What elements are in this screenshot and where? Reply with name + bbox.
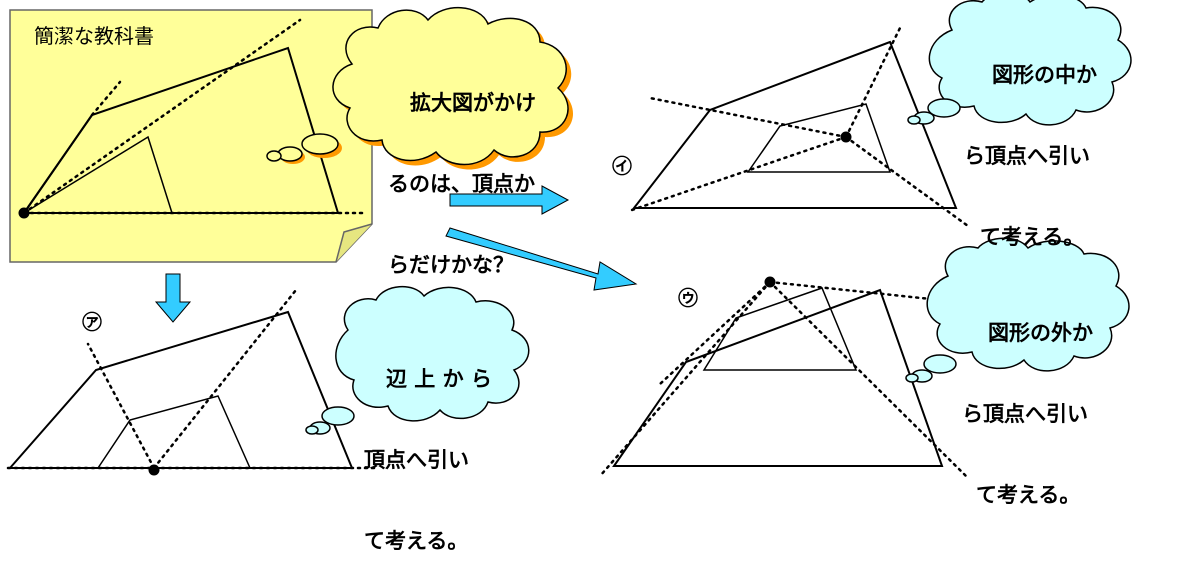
bubble-a — [305, 285, 530, 435]
figure-u-label: ㋒ — [678, 286, 698, 310]
figure-i-label: ㋑ — [612, 154, 632, 178]
arrow-diagonal — [445, 227, 638, 291]
bubble-i — [907, 0, 1132, 126]
question-bubble-text: 拡大図がかけ るのは、頂点か らだけかな？ — [388, 36, 536, 306]
bubble-u — [905, 237, 1130, 383]
bubble-a-line-1: 辺 上 か ら — [386, 367, 492, 391]
diagram-canvas — [6, 0, 1132, 478]
figure-i — [630, 26, 970, 228]
note-title: 簡潔な教科書 — [34, 24, 154, 48]
question-bubble — [266, 7, 574, 170]
figure-a — [6, 288, 378, 476]
arrow-right — [449, 185, 570, 215]
bubble-u-text: 図形の外か ら頂点へ引い て考える。 — [962, 266, 1093, 536]
bubble-i-line-2: ら頂点へ引い — [964, 144, 1090, 168]
arrow-down — [154, 273, 192, 323]
question-line-2: るのは、頂点か — [388, 172, 535, 196]
bubble-i-line-1: 図形の中か — [992, 63, 1097, 87]
bubble-u-line-1: 図形の外か — [988, 321, 1093, 345]
bubble-a-line-3: て考える。 — [364, 529, 469, 553]
bubble-i-line-3: て考える。 — [980, 225, 1085, 249]
original-figure — [18, 18, 364, 219]
bubble-i-text: 図形の中か ら頂点へ引い て考える。 — [964, 8, 1097, 278]
question-line-1: 拡大図がかけ — [410, 91, 536, 115]
bubble-a-line-2: 頂点へ引い — [364, 448, 469, 472]
question-line-3: らだけかな？ — [388, 253, 514, 277]
figure-a-label: ㋐ — [82, 310, 102, 334]
sticky-note — [9, 9, 373, 263]
figure-u — [598, 276, 968, 478]
bubble-u-line-3: て考える。 — [976, 483, 1081, 507]
bubble-a-text: 辺 上 か ら 頂点へ引い て考える。 — [364, 312, 492, 582]
bubble-u-line-2: ら頂点へ引い — [962, 402, 1088, 426]
